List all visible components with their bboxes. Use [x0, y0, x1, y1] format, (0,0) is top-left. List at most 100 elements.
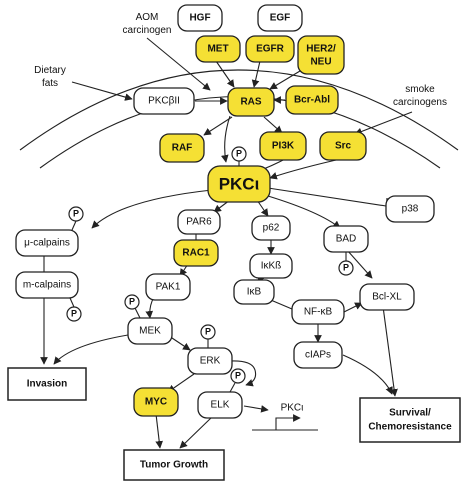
node-elk: [197, 391, 243, 419]
node-ciaps: [293, 341, 343, 369]
outcome-invasion: [7, 367, 87, 401]
edge-mek-invasion: [53, 334, 129, 365]
gene-promoter-arrow: [275, 414, 301, 430]
aom-label-1: AOM: [136, 12, 159, 23]
outcome-tumor: [123, 449, 225, 481]
node-pkci-label: PKCι: [219, 174, 260, 193]
node-ikb: [233, 279, 275, 305]
svg-text:P: P: [129, 296, 135, 306]
node-raf-label: RAF: [172, 143, 193, 154]
outcome-survival-label-1: Survival/: [389, 408, 431, 419]
node-ras: [227, 87, 275, 117]
node-bcrabl: [285, 85, 339, 115]
node-mucalpain: [15, 229, 79, 257]
node-egf: [257, 4, 303, 32]
node-egf-label: EGF: [270, 13, 291, 24]
node-bcrabl-label: Bcr-Abl: [294, 95, 330, 106]
phospho-mucalpain: P: [68, 206, 84, 231]
node-hgf: [177, 4, 223, 32]
edge-smoke-src: [354, 111, 413, 136]
node-pak1: [145, 273, 191, 301]
node-met-label: MET: [207, 44, 228, 55]
edge-diet-pkcbii: [71, 81, 133, 101]
edge-egfr-ras: [251, 60, 261, 88]
edge-erk-elk: [229, 360, 257, 387]
outcome-tumor-label: Tumor Growth: [140, 460, 208, 471]
phospho-pkci: P: [231, 146, 247, 166]
node-pak1-label: PAK1: [156, 282, 181, 293]
edge-myc-tumor: [155, 413, 164, 449]
svg-text:P: P: [236, 148, 242, 158]
node-elk-label: ELK: [211, 400, 230, 411]
node-myc-label: MYC: [145, 397, 167, 408]
phospho-mek: P: [124, 294, 141, 319]
node-rac1: [173, 239, 219, 267]
node-myc: [133, 387, 179, 417]
node-ikkb: [249, 253, 293, 279]
edge-met-ras: [215, 60, 235, 88]
edge-her2-ras: [269, 70, 301, 90]
aom-label-2: carcinogen: [123, 25, 172, 36]
node-her2: [297, 35, 345, 75]
node-hgf-label: HGF: [189, 13, 210, 24]
node-ikb-label: IκB: [247, 287, 262, 298]
node-mek-label: MEK: [139, 326, 161, 337]
node-p62-label: p62: [263, 223, 280, 234]
edge-pkci-p38: [267, 187, 387, 207]
node-ciaps-label: cIAPs: [305, 350, 331, 361]
edge-bad-bclxl: [346, 249, 373, 279]
svg-text:P: P: [73, 208, 79, 218]
edge-ras-pi3k: [263, 116, 283, 134]
node-ras-label: RAS: [240, 97, 261, 108]
node-erk: [187, 347, 233, 375]
node-rac1-label: RAC1: [182, 248, 210, 259]
node-her2-label-1: HER2/: [306, 44, 336, 55]
node-her2-label-2: NEU: [310, 57, 331, 68]
node-pkcbii: [133, 87, 195, 115]
node-met: [195, 35, 241, 63]
node-par6: [177, 209, 221, 235]
gene-pkci-label: PKCι: [281, 403, 304, 414]
phospho-bad: P: [338, 252, 354, 276]
node-p38-label: p38: [402, 204, 419, 215]
node-nfkb-label: NF-κB: [304, 307, 333, 318]
edge-bclxl-survival: [381, 298, 398, 397]
node-egfr: [245, 35, 295, 63]
edge-pkci-p62: [256, 199, 269, 217]
node-pkcbii-label: PKCβII: [148, 96, 180, 107]
node-src-label: Src: [335, 141, 352, 152]
edge-ras-raf: [203, 116, 233, 136]
node-bclxl: [359, 283, 415, 311]
phospho-mcalpain: P: [66, 297, 82, 322]
dietary-label-2: fats: [42, 78, 58, 89]
node-par6-label: PAR6: [186, 217, 212, 228]
node-mek: [127, 317, 173, 345]
node-mcalpain-label: m-calpains: [23, 280, 71, 291]
node-ikkb-label: IκKß: [261, 261, 282, 272]
phospho-erk: P: [200, 324, 216, 348]
node-bclxl-label: Bcl-XL: [372, 292, 402, 303]
node-p38: [385, 195, 435, 223]
edge-ras-pkci: [220, 115, 231, 163]
svg-text:P: P: [71, 308, 77, 318]
dietary-label-1: Dietary: [34, 65, 66, 76]
node-nfkb: [291, 299, 345, 325]
node-raf: [159, 133, 205, 163]
outcome-invasion-label: Invasion: [27, 379, 68, 390]
smoke-label-2: carcinogens: [393, 97, 447, 108]
node-mcalpain: [15, 271, 79, 299]
edge-ciaps-survival: [342, 354, 393, 395]
node-mucalpain-label: μ-calpains: [24, 238, 70, 249]
outcome-survival-label-2: Chemoresistance: [368, 422, 452, 433]
edge-pkci-bad: [267, 195, 341, 229]
node-egfr-label: EGFR: [256, 44, 285, 55]
edge-elk-promoter: [243, 405, 269, 413]
outcome-survival: [359, 397, 461, 443]
phospho-elk: P: [229, 368, 246, 393]
node-src: [319, 131, 367, 161]
node-erk-label: ERK: [200, 356, 221, 367]
edge-nfkb-bclxl: [341, 302, 363, 314]
node-pi3k-label: PI3K: [272, 141, 295, 152]
